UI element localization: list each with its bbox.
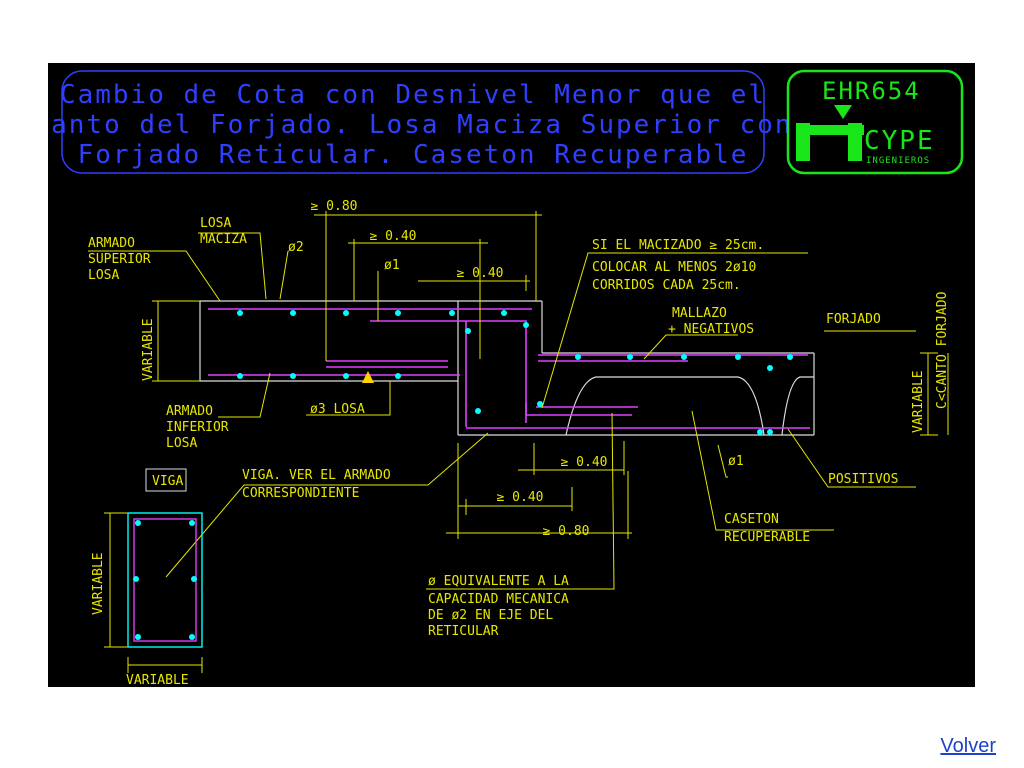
title-line-3: Forjado Reticular. Caseton Recuperable — [78, 140, 749, 170]
dim-040-d: ≥ 0.40 — [497, 490, 544, 505]
concrete-outline — [199, 300, 815, 436]
title-frame — [61, 70, 765, 174]
logo-code: EHR654 — [822, 77, 921, 105]
cype-mark-icon — [796, 105, 864, 161]
logo-subtitle: INGENIEROS — [866, 156, 930, 166]
armado-superior-label-1: ARMADO — [88, 236, 135, 251]
viga-variable-horizontal-label: VARIABLE — [126, 673, 189, 687]
phi1-top-label: ø1 — [384, 258, 400, 273]
armado-inferior-label-2: INFERIOR — [166, 420, 229, 435]
logo-frame — [786, 69, 964, 175]
phi1-bottom-label: ø1 — [728, 454, 744, 469]
viga-label: VIGA — [152, 474, 183, 489]
caseton-label-1: CASETON — [724, 512, 779, 527]
mallazo-label-2: + NEGATIVOS — [668, 322, 754, 337]
dim-040-a: ≥ 0.40 — [370, 229, 417, 244]
equivalente-line-4: RETICULAR — [428, 624, 499, 639]
phi2-label: ø2 — [288, 240, 304, 255]
note-line-3: CORRIDOS CADA 25cm. — [592, 278, 741, 293]
title-line-2: Canto del Forjado. Losa Maciza Superior … — [48, 110, 793, 140]
armado-superior-label-2: SUPERIOR — [88, 252, 151, 267]
volver-link[interactable]: Volver — [940, 735, 996, 757]
cad-drawing: Cambio de Cota con Desnivel Menor que el… — [48, 63, 975, 687]
viga-note-2: CORRESPONDIENTE — [242, 486, 359, 501]
dim-040-c: ≥ 0.40 — [561, 455, 608, 470]
logo-brand: CYPE — [864, 126, 935, 156]
equivalente-line-2: CAPACIDAD MECANICA — [428, 592, 569, 607]
caseton-label-2: RECUPERABLE — [724, 530, 810, 545]
mallazo-label-1: MALLAZO — [672, 306, 727, 321]
viga-label-box — [145, 468, 187, 492]
armado-inferior-label-1: ARMADO — [166, 404, 213, 419]
title-block: Cambio de Cota con Desnivel Menor que el… — [48, 70, 793, 174]
beam-outline — [127, 512, 203, 648]
viga-note-1: VIGA. VER EL ARMADO — [242, 468, 391, 483]
cype-logo: EHR654 CYPE INGENIEROS — [786, 69, 964, 175]
level-marker-icon — [362, 371, 374, 383]
forjado-label: FORJADO — [826, 312, 881, 327]
title-line-1: Cambio de Cota con Desnivel Menor que el — [60, 80, 766, 110]
variable-right-label: VARIABLE — [911, 370, 926, 433]
beam-section — [127, 468, 203, 648]
phi3-losa-label: ø3 LOSA — [310, 402, 365, 417]
losa-maciza-label-1: LOSA — [200, 216, 231, 231]
rebars — [208, 308, 810, 429]
beam-stirrup — [133, 518, 197, 642]
equivalente-line-1: ø EQUIVALENTE A LA — [428, 574, 569, 589]
dim-040-b: ≥ 0.40 — [457, 266, 504, 281]
leader-lines — [88, 232, 916, 590]
beam-bars — [133, 520, 197, 640]
equivalente-line-3: DE ø2 EN EJE DEL — [428, 608, 553, 623]
variable-left-label: VARIABLE — [141, 318, 156, 381]
canto-forjado-label: C<CANTO FORJADO — [935, 291, 950, 409]
viga-variable-vertical-label: VARIABLE — [91, 552, 106, 615]
losa-maciza-label-2: MACIZA — [200, 232, 247, 247]
positivos-label: POSITIVOS — [828, 472, 898, 487]
dim-080-bottom: ≥ 0.80 — [543, 524, 590, 539]
armado-superior-label-3: LOSA — [88, 268, 119, 283]
note-line-2: COLOCAR AL MENOS 2ø10 — [592, 260, 756, 275]
note-line-1: SI EL MACIZADO ≥ 25cm. — [592, 238, 764, 253]
dimension-lines — [104, 211, 949, 673]
dim-080-top: ≥ 0.80 — [311, 199, 358, 214]
armado-inferior-label-3: LOSA — [166, 436, 197, 451]
rebar-dots — [237, 310, 793, 435]
